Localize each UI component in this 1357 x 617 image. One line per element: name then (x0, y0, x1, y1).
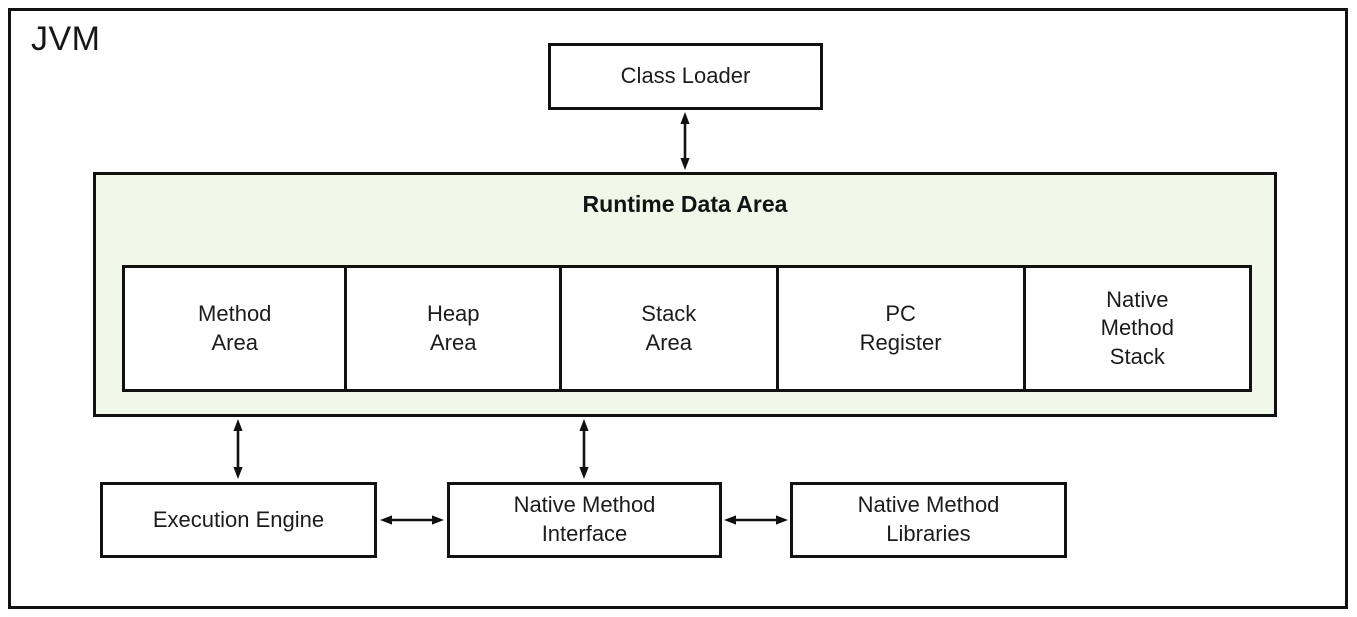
native-method-stack-box: Native Method Stack (1022, 268, 1249, 389)
pc-register-box: PC Register (775, 268, 1023, 389)
native-method-libraries-box: Native Method Libraries (790, 482, 1067, 558)
runtime-data-area-title: Runtime Data Area (582, 191, 788, 217)
stack-area-box: Stack Area (559, 268, 776, 389)
native-method-interface-box: Native Method Interface (447, 482, 722, 558)
execution-engine-label: Execution Engine (152, 506, 325, 532)
arrow-nmi-nml-icon (724, 515, 788, 525)
class-loader-label: Class Loader (620, 63, 751, 89)
arrow-exec-nmi-icon (380, 515, 444, 525)
arrow-rda-execution-engine-icon (233, 419, 243, 479)
heap-area-box: Heap Area (344, 268, 559, 389)
arrow-rda-nmi-icon (579, 419, 589, 479)
runtime-data-area-box: Runtime Data Area Method Area Heap Area … (93, 172, 1277, 417)
diagram-title: JVM (31, 20, 101, 58)
execution-engine-box: Execution Engine (100, 482, 377, 558)
class-loader-box: Class Loader (548, 43, 823, 110)
native-method-interface-label: Native Method Interface (513, 492, 656, 546)
arrow-classloader-rda-icon (680, 112, 690, 170)
native-method-libraries-label: Native Method Libraries (857, 492, 1000, 546)
method-area-box: Method Area (198, 300, 272, 355)
runtime-data-area-row: Method Area Heap Area Stack Area PC Regi… (122, 265, 1252, 392)
